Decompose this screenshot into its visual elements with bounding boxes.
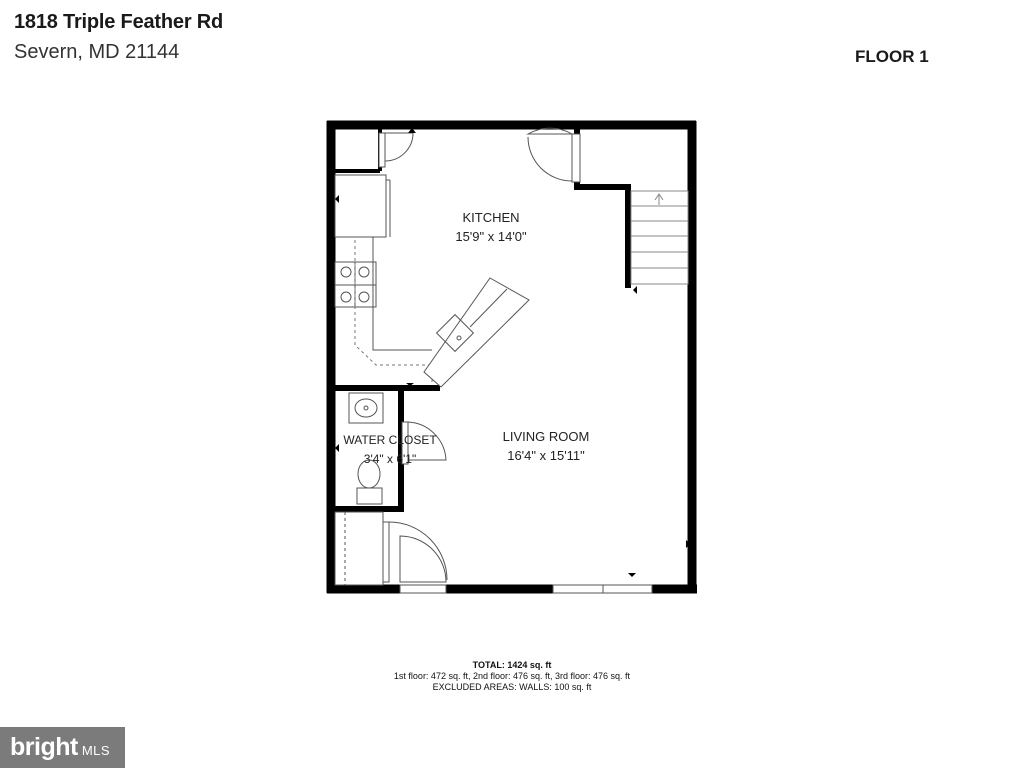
markers [335,128,690,577]
kitchen-dims: 15'9" x 14'0" [455,229,527,244]
stair-door [526,127,581,183]
living-room-name: LIVING ROOM [502,429,590,444]
floor-breakdown: 1st floor: 472 sq. ft, 2nd floor: 476 sq… [393,671,631,681]
excluded-areas: EXCLUDED AREAS: WALLS: 100 sq. ft [432,682,592,692]
kitchen-island [423,277,530,388]
left-counter [334,174,432,351]
living-room-dims: 16'4" x 15'11" [507,448,585,463]
water-closet-name: WATER CLOSET [343,433,437,447]
room-kitchen: KITCHEN 15'9" x 14'0" [431,208,551,246]
address-line2: Severn, MD 21144 [14,41,180,63]
logo-sub-text: MLS [81,743,111,758]
pantry-door [378,132,414,168]
upper-cabinets [354,240,433,385]
outer-walls [326,120,697,593]
address-line1: 1818 Triple Feather Rd [14,11,224,33]
room-water-closet: WATER CLOSET 3'4" x 6'1" [338,431,442,469]
room-living: LIVING ROOM 16'4" x 15'11" [486,427,606,465]
total-area: TOTAL: 1424 sq. ft [472,660,552,670]
stairs [630,190,689,285]
bottom-openings [399,584,653,594]
water-closet-fixtures [348,392,447,505]
kitchen-name: KITCHEN [462,210,520,225]
logo-main-text: bright [10,733,78,761]
entry-fixtures [334,511,448,586]
floor-label: FLOOR 1 [855,47,929,66]
bright-mls-logo: bright MLS [0,727,125,768]
area-totals: TOTAL: 1424 sq. ft 1st floor: 472 sq. ft… [312,660,712,693]
water-closet-dims: 3'4" x 6'1" [363,452,417,466]
